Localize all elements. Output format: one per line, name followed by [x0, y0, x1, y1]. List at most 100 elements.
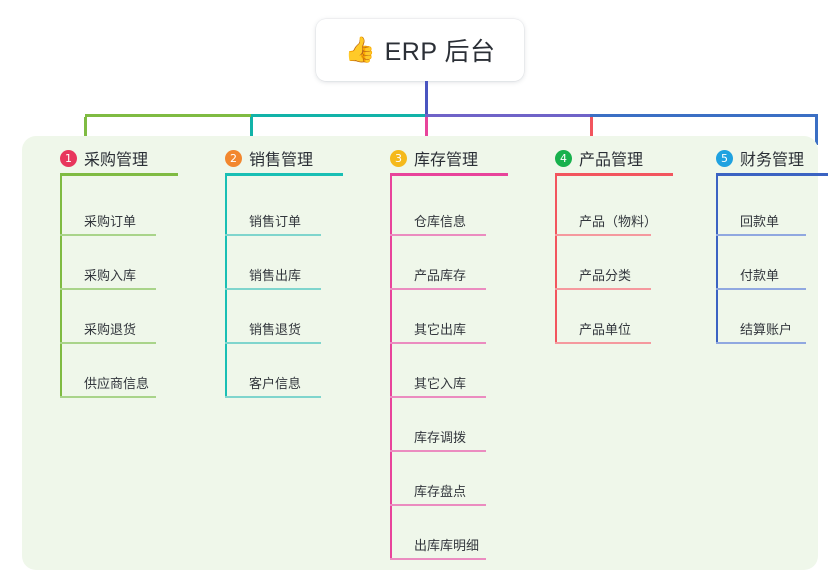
- root-trunk-connector: [425, 81, 428, 116]
- branch-header-rule: [225, 173, 343, 176]
- bar-segment-teal: [251, 114, 427, 117]
- branch-item[interactable]: 销售订单: [225, 206, 321, 236]
- bar-segment-green: [85, 114, 253, 117]
- branch-item-label: 库存盘点: [414, 484, 467, 499]
- root-node-title: ERP 后台: [384, 38, 496, 66]
- branches-panel: 1 采购管理采购订单采购入库采购退货供应商信息 2 销售管理销售订单销售出库销售退货客…: [22, 136, 828, 570]
- branch-item-rule: [225, 342, 321, 344]
- branch-number-badge: 4: [555, 149, 572, 167]
- branch-header-rule: [716, 173, 828, 176]
- branch-item-rule: [60, 288, 156, 290]
- drop-sales: [250, 117, 253, 145]
- branch-number-badge: 1: [60, 149, 77, 167]
- branch-number-badge: 3: [390, 149, 407, 167]
- branch-item-label: 产品（物料）: [579, 214, 658, 229]
- branch-item-rule: [716, 234, 806, 236]
- branch-item-label: 其它出库: [414, 322, 467, 337]
- branch-spine: [60, 176, 62, 398]
- branch-item-label: 采购订单: [84, 214, 137, 229]
- branch-title: 库存管理: [414, 152, 479, 169]
- branch-item-label: 产品分类: [579, 268, 632, 283]
- branch-number-badge: 5: [716, 149, 733, 167]
- branch-item[interactable]: 客户信息: [225, 368, 321, 398]
- branch-item-rule: [716, 342, 806, 344]
- branch-header-2[interactable]: 2 销售管理: [225, 146, 313, 170]
- branch-title: 销售管理: [249, 152, 314, 169]
- branch-item[interactable]: 付款单: [716, 260, 806, 290]
- branch-item-rule: [390, 450, 486, 452]
- branch-title: 财务管理: [740, 152, 805, 169]
- branch-item-rule: [390, 558, 486, 560]
- branch-item-rule: [555, 234, 651, 236]
- branch-item-rule: [390, 288, 486, 290]
- branch-item-rule: [555, 288, 651, 290]
- branch-header-rule: [60, 173, 178, 176]
- branch-item-label: 回款单: [740, 214, 780, 229]
- branch-item-rule: [390, 504, 486, 506]
- branch-item-label: 销售订单: [249, 214, 302, 229]
- drop-finance: [815, 117, 818, 145]
- branch-item-rule: [555, 342, 651, 344]
- branch-item-rule: [225, 234, 321, 236]
- branch-item-label: 采购入库: [84, 268, 137, 283]
- branch-item-rule: [390, 234, 486, 236]
- branch-item-label: 出库库明细: [414, 538, 480, 553]
- branch-item-label: 付款单: [740, 268, 780, 283]
- bar-segment-blue: [590, 114, 818, 117]
- branch-item[interactable]: 结算账户: [716, 314, 806, 344]
- branch-item-label: 结算账户: [740, 322, 793, 337]
- branch-spine: [555, 176, 557, 344]
- branch-item[interactable]: 库存盘点: [390, 476, 486, 506]
- branch-item[interactable]: 产品库存: [390, 260, 486, 290]
- branch-header-1[interactable]: 1 采购管理: [60, 146, 148, 170]
- branch-spine: [390, 176, 392, 560]
- branch-spine: [716, 176, 718, 344]
- branch-item[interactable]: 销售退货: [225, 314, 321, 344]
- branch-item[interactable]: 采购入库: [60, 260, 156, 290]
- branch-item[interactable]: 产品（物料）: [555, 206, 657, 236]
- branch-item-rule: [390, 342, 486, 344]
- bar-segment-purple: [425, 114, 592, 117]
- branch-item-label: 采购退货: [84, 322, 137, 337]
- branch-spine: [225, 176, 227, 398]
- branch-item-label: 其它入库: [414, 376, 467, 391]
- branch-title: 采购管理: [84, 152, 149, 169]
- branch-item-rule: [225, 396, 321, 398]
- branch-item[interactable]: 产品分类: [555, 260, 651, 290]
- branch-item[interactable]: 采购订单: [60, 206, 156, 236]
- branch-item[interactable]: 销售出库: [225, 260, 321, 290]
- branch-item-label: 销售出库: [249, 268, 302, 283]
- branch-item-rule: [716, 288, 806, 290]
- branch-item[interactable]: 仓库信息: [390, 206, 486, 236]
- branch-item-rule: [225, 288, 321, 290]
- branch-item-label: 客户信息: [249, 376, 302, 391]
- drop-inventory: [425, 117, 428, 145]
- branch-item[interactable]: 采购退货: [60, 314, 156, 344]
- branch-item-label: 库存调拨: [414, 430, 467, 445]
- branch-item-label: 销售退货: [249, 322, 302, 337]
- branch-item-label: 供应商信息: [84, 376, 150, 391]
- branch-header-rule: [555, 173, 673, 176]
- branch-item[interactable]: 回款单: [716, 206, 806, 236]
- branch-item[interactable]: 出库库明细: [390, 530, 486, 560]
- branch-item-label: 产品单位: [579, 322, 632, 337]
- branch-header-5[interactable]: 5 财务管理: [716, 146, 804, 170]
- branch-item[interactable]: 其它出库: [390, 314, 486, 344]
- branch-item[interactable]: 供应商信息: [60, 368, 156, 398]
- branch-title: 产品管理: [579, 152, 644, 169]
- branch-item-label: 产品库存: [414, 268, 467, 283]
- branch-item[interactable]: 其它入库: [390, 368, 486, 398]
- drop-purchasing: [84, 117, 87, 145]
- branch-header-4[interactable]: 4 产品管理: [555, 146, 643, 170]
- branch-item[interactable]: 库存调拨: [390, 422, 486, 452]
- branch-item[interactable]: 产品单位: [555, 314, 651, 344]
- branch-item-rule: [60, 342, 156, 344]
- branch-item-label: 仓库信息: [414, 214, 467, 229]
- root-node[interactable]: 👍 ERP 后台: [316, 19, 524, 81]
- branch-item-rule: [60, 234, 156, 236]
- branch-item-rule: [390, 396, 486, 398]
- branch-header-rule: [390, 173, 508, 176]
- branch-number-badge: 2: [225, 149, 242, 167]
- branch-header-3[interactable]: 3 库存管理: [390, 146, 478, 170]
